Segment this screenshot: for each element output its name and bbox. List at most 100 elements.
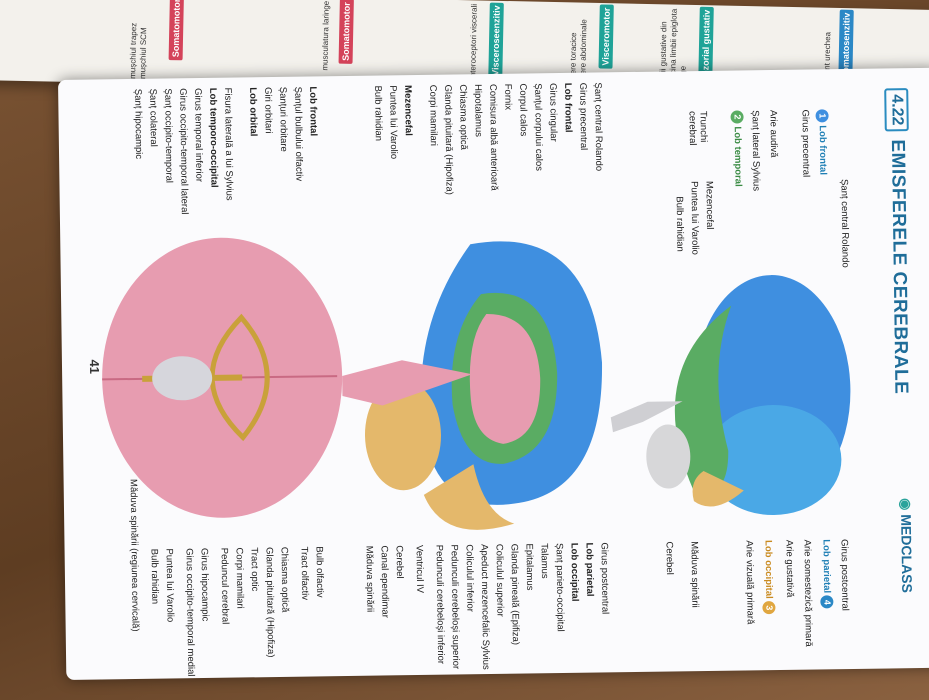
label-inf-girus-occipito-med: Girus occipito-temporal medial [183,548,197,677]
label-sag-canal: Canal ependimar [378,545,391,618]
label-sag-mezencefal: Mezencefal [402,85,414,136]
label-sag-pedunculi-inf: Pedunculi cerebeloși inferior [433,544,447,665]
sagittal-occipital [423,464,515,530]
label-sag-sant-parieto: Șanț parieto-occipital [553,542,566,632]
label-sag-apeduct: Apeduct mezencefalic Sylvius [478,544,492,670]
label-sag-girus-postcentral: Girus postcentral [598,542,611,615]
label-inf-fisura: Fisura laterală a lui Sylvius [222,87,235,201]
label-inf-girus-temporal: Girus temporal inferior [192,87,205,183]
label-sag-sant-central: Șanț central Rolando [592,82,605,172]
inferior-pons [152,356,213,401]
tag-text-4: interoceptori viscerali [468,3,479,80]
label-lob-parietal-text: Lob parietal [820,539,833,594]
label-sag-lob-parietal: Lob parietal [583,542,596,597]
label-sag-talamus: Talamus [538,543,551,579]
label-arie-somestezica: Arie somestezică primară [801,539,814,647]
lateral-occipital-lobe [692,471,744,507]
brain-diagrams [102,237,851,530]
label-sag-hipotalamus: Hipotalamus [472,84,484,138]
sagittal-corpus-callosum [469,314,541,444]
label-sag-girus-cingular: Girus cingular [547,83,559,142]
label-sag-corpul-calos: Corpul calos [517,83,529,137]
tag-visceroseenzitiv: Visceroseenzitiv [488,2,504,79]
label-arie-vizuala: Arie vizuală primară [743,540,756,625]
label-inf-lob-orbital: Lob orbital [247,87,259,137]
label-inf-chiasma: Chiasma optică [278,546,291,613]
label-lob-parietal: Lob parietal 4 [819,539,834,612]
label-sag-maduva: Măduva spinării [363,545,376,613]
label-inf-girus-hipocampic: Girus hipocampic [198,547,211,622]
label-inf-lob-temporo: Lob temporo-occipital [207,87,220,188]
label-inf-sant-colateral: Șanț colateral [147,88,159,147]
label-sant-lateral: Șanț lateral Sylvius [749,110,762,192]
label-inf-maduva: Măduva spinării (regiunea cervicală) [127,478,141,632]
label-lob-occipital-text: Lob occipital [762,540,775,599]
number-badge-1: 1 [815,109,829,123]
label-girus-precentral: Girus precentral [799,109,812,178]
label-maduva-spinarii: Măduva spinării [688,541,701,608]
label-inf-lob-frontal: Lob frontal [307,86,319,137]
inferior-brain-view [102,237,343,518]
label-sag-colicul-superior: Coliculul superior [493,543,506,617]
label-inf-puntea: Puntea lui Varolio [163,548,176,623]
textbook-page: 4.22 EMISFERELE CEREBRALE ◉ MEDCLASS [58,67,929,680]
label-sag-bulb: Bulb rahidian [372,85,384,142]
label-bulb-rahidian: Bulb rahidian [673,196,686,252]
number-badge-2: 2 [730,110,744,124]
label-girus-postcentral: Girus postcentral [838,538,851,611]
label-trunchi-cerebral: Trunchi cerebral [686,110,709,146]
label-lob-occipital: Lob occipital 3 [761,540,776,617]
page-content-rotated: 4.22 EMISFERELE CEREBRALE ◉ MEDCLASS [58,68,929,680]
label-inf-bulb-olfactiv: Bulb olfactiv [313,546,326,598]
label-sag-cerebel: Cerebel [393,545,405,579]
label-inf-hipofiza: Glanda pituitară (Hipofiza) [263,547,277,658]
label-inf-tract-olfactiv: Tract olfactiv [298,546,311,601]
number-badge-4: 4 [820,595,834,609]
tag-text-6: mușchiul trapez mușchiul SCM [128,22,149,80]
sagittal-brainstem [342,360,473,406]
label-sag-epitalamus: Epitalamus [523,543,536,591]
label-sag-sant-corp-calos: Șanțul corpului calos [532,83,545,172]
label-inf-peduncul: Peduncul cerebral [218,547,231,625]
sagittal-cerebellum [364,380,441,491]
sagittal-brain-view [342,241,602,530]
label-inf-tract-optic: Tract optic [248,547,261,592]
label-mezencefal: Mezencefal [703,180,716,230]
label-sag-lob-frontal: Lob frontal [562,82,574,133]
label-inf-girus-occipito-lat: Girus occipito-temporal lateral [177,88,190,215]
label-inf-corpi-mamilari: Corpi mamilari [233,547,246,609]
label-inf-bulb: Bulb rahidian [148,548,161,605]
label-inf-giri-orbitari: Giri orbitari [262,86,274,134]
inferior-circle-of-willis [209,313,270,442]
label-lob-frontal: 1Lob frontal [815,109,829,175]
label-inf-sant-occipito: Șanț occipito-temporal [162,88,175,184]
label-inf-santuri-orbitare: Șanțuri orbitare [277,86,290,152]
label-sag-comisura: Comisura albă anterioară [487,83,500,191]
label-sag-hipofiza: Glanda pituitară (Hipofiza) [442,84,455,195]
lateral-parietal-lobe [705,405,842,516]
lateral-temporal-lobe [674,305,732,493]
label-sant-central: Șanț central Rolando [838,178,851,268]
number-badge-3: 3 [762,601,776,615]
label-arie-gustativa: Arie gustativă [783,539,796,598]
label-sag-lob-occipital: Lob occipital [568,542,581,602]
lateral-brainstem [610,401,683,433]
label-sag-chiasma: Chiasma optică [457,84,470,150]
tag-text-5: musculatura laringe [320,0,331,71]
label-sag-epifiza: Glanda pineală (Epifiza) [508,543,521,646]
tag-visceromotor: Visceromotor [598,4,614,69]
page-number: 41 [86,359,103,375]
label-puntea-varolio: Puntea lui Varolio [688,181,701,255]
label-sag-ventricul: Ventricul IV [413,544,426,594]
label-sag-girus-precentral: Girus precentral [577,82,590,151]
label-inf-sant-hipocampic: Șanț hipocampic [132,88,145,160]
label-lob-frontal-text: Lob frontal [816,125,829,176]
lateral-cerebellum [646,424,691,489]
tag-somatomotor-1: Somatomotor [338,0,354,64]
lateral-brain-view [610,275,851,516]
label-arie-audiva: Arie audivă [767,109,780,158]
label-lob-temporal-text: Lob temporal [731,126,744,187]
label-sag-fornix: Fornix [502,83,514,111]
label-sag-puntea: Puntea lui Varolio [387,85,400,160]
label-lob-temporal: 2Lob temporal [730,110,744,187]
